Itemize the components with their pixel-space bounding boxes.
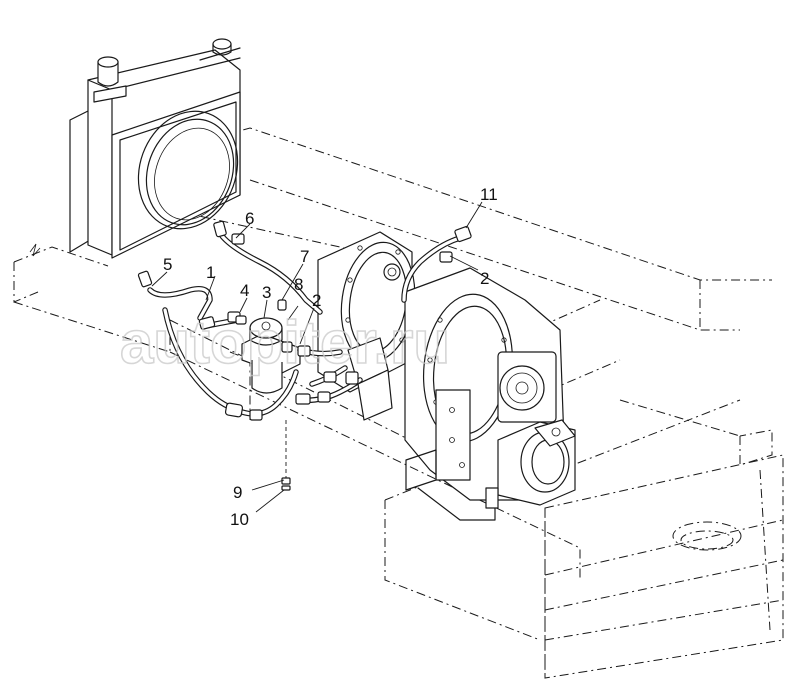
callout-1: 1 (206, 263, 215, 282)
callout-2-right: 2 (480, 269, 489, 288)
transmission-housing (317, 231, 576, 521)
callout-labels: 1 2 2 3 4 5 6 7 8 9 10 11 (163, 185, 498, 529)
callout-7: 7 (300, 247, 309, 266)
callout-4: 4 (240, 281, 249, 300)
callout-5: 5 (163, 255, 172, 274)
leader-lines (151, 201, 483, 513)
callout-11: 11 (480, 185, 498, 204)
fittings (137, 220, 472, 491)
callout-2-left: 2 (312, 291, 321, 310)
callout-8: 8 (294, 275, 303, 294)
watermark-text: autopiter.ru (120, 309, 450, 376)
callout-9: 9 (233, 483, 242, 502)
callout-6: 6 (245, 209, 254, 228)
oil-filter-assembly (241, 317, 301, 394)
callout-3: 3 (262, 283, 271, 302)
radiator-assembly (69, 38, 241, 259)
callout-10: 10 (230, 510, 249, 529)
